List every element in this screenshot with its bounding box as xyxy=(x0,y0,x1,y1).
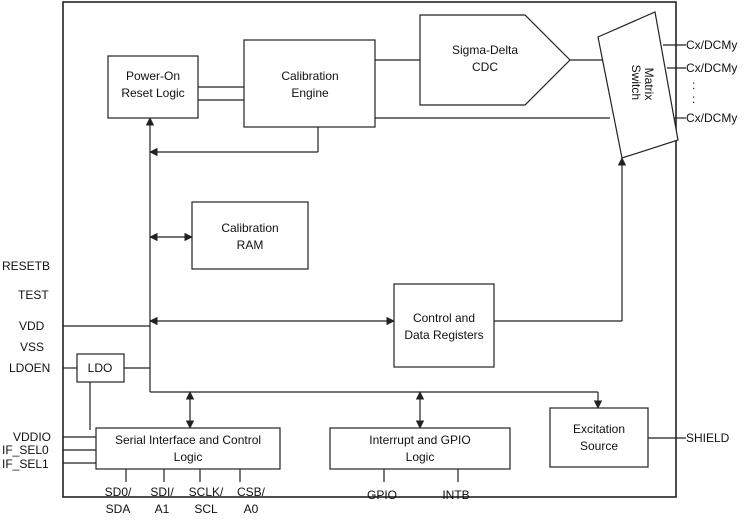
pin-ellipsis-lower: : xyxy=(692,92,695,106)
pin-gpio: GPIO xyxy=(367,488,397,502)
pin-ellipsis-upper: : xyxy=(692,78,695,92)
cal-engine-label-line1: Calibration xyxy=(281,69,338,83)
right-pins: Cx/DCMy Cx/DCMy : : Cx/DCMy SHIELD xyxy=(686,38,737,445)
pin-cx-dcmy-3: Cx/DCMy xyxy=(686,111,737,125)
block-sigma-delta-cdc: Sigma-Delta CDC xyxy=(419,14,571,106)
excitation-label-line2: Source xyxy=(580,439,618,453)
cal-ram-label-line2: RAM xyxy=(237,238,264,252)
block-ldo: LDO xyxy=(76,353,125,383)
pin-cx-dcmy-1: Cx/DCMy xyxy=(686,38,737,52)
excitation-label-line1: Excitation xyxy=(573,422,625,436)
cal-ram-label-line1: Calibration xyxy=(221,221,278,235)
pin-vss: VSS xyxy=(20,340,44,354)
pin-cx-dcmy-2: Cx/DCMy xyxy=(686,61,737,75)
cdc-label-line1: Sigma-Delta xyxy=(452,43,518,57)
bottom-pins: SD0/ SDA SDI/ A1 SCLK/ SCL CSB/ A0 GPIO … xyxy=(105,485,470,516)
pin-sdi-line1: SDI/ xyxy=(150,485,174,499)
serial-label-line1: Serial Interface and Control xyxy=(115,433,261,447)
pin-shield: SHIELD xyxy=(686,431,730,445)
pin-sd0-line2: SDA xyxy=(106,502,131,516)
pin-sclk-line1: SCLK/ xyxy=(189,485,224,499)
pin-test: TEST xyxy=(18,288,49,302)
serial-label-line2: Logic xyxy=(174,450,203,464)
pin-vdd: VDD xyxy=(19,319,45,333)
block-calibration-engine: Calibration Engine xyxy=(243,39,376,128)
gpio-logic-label-line2: Logic xyxy=(406,450,435,464)
pin-sdi-line2: A1 xyxy=(155,502,170,516)
block-switch-matrix: Switch Matrix xyxy=(597,11,679,159)
switch-matrix-label-line1: Switch xyxy=(629,65,643,100)
pin-csb-line2: A0 xyxy=(244,502,259,516)
block-calibration-ram: Calibration RAM xyxy=(191,201,309,270)
left-pins: RESETB TEST VDD VSS LDOEN VDDIO IF_SEL0 … xyxy=(2,259,51,471)
pin-vddio: VDDIO xyxy=(13,430,51,444)
block-serial-interface: Serial Interface and Control Logic xyxy=(95,427,281,470)
por-label-line1: Power-On xyxy=(126,69,180,83)
control-regs-label-line2: Data Registers xyxy=(404,328,483,342)
chip-boundary xyxy=(62,1,677,498)
ldo-label: LDO xyxy=(88,361,113,375)
block-interrupt-gpio: Interrupt and GPIO Logic xyxy=(329,427,511,470)
pin-if-sel1: IF_SEL1 xyxy=(2,457,49,471)
control-regs-label-line1: Control and xyxy=(413,311,475,325)
block-control-data-registers: Control and Data Registers xyxy=(393,283,495,368)
cal-engine-label-line2: Engine xyxy=(291,86,329,100)
por-label-line2: Reset Logic xyxy=(121,86,184,100)
block-power-on-reset: Power-On Reset Logic xyxy=(107,55,199,119)
switch-matrix-label: Switch Matrix xyxy=(629,65,656,104)
gpio-logic-label-line1: Interrupt and GPIO xyxy=(369,433,470,447)
switch-matrix-label-line2: Matrix xyxy=(642,68,656,101)
pin-if-sel0: IF_SEL0 xyxy=(2,443,49,457)
pin-csb-line1: CSB/ xyxy=(237,485,266,499)
pin-resetb: RESETB xyxy=(2,259,50,273)
pin-sclk-line2: SCL xyxy=(194,502,218,516)
block-excitation-source: Excitation Source xyxy=(549,407,649,468)
pin-intb: INTB xyxy=(442,488,469,502)
pin-ldoen: LDOEN xyxy=(9,361,50,375)
pin-sd0-line1: SD0/ xyxy=(105,485,132,499)
cdc-label-line2: CDC xyxy=(472,60,498,74)
